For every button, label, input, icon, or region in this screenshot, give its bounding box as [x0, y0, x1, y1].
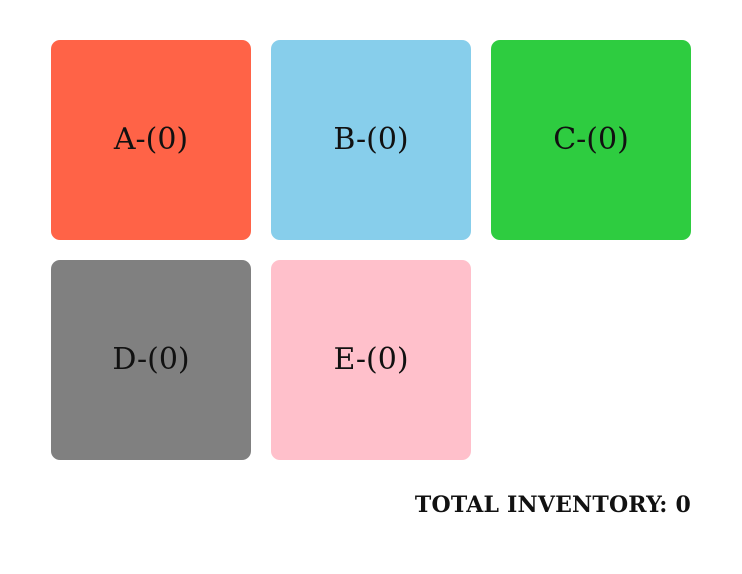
total-inventory: TOTAL INVENTORY: 0 — [414, 492, 691, 518]
tile-d-label: D-(0) — [112, 342, 190, 377]
tile-d[interactable]: D-(0) — [51, 260, 251, 460]
tile-a[interactable]: A-(0) — [51, 40, 251, 240]
tile-c-label: C-(0) — [553, 122, 629, 157]
tile-c[interactable]: C-(0) — [491, 40, 691, 240]
tile-b[interactable]: B-(0) — [271, 40, 471, 240]
tile-b-label: B-(0) — [333, 122, 409, 157]
tile-a-label: A-(0) — [113, 122, 189, 157]
inventory-grid: A-(0) B-(0) C-(0) D-(0) E-(0) — [51, 40, 691, 460]
tile-e[interactable]: E-(0) — [271, 260, 471, 460]
tile-e-label: E-(0) — [333, 342, 409, 377]
